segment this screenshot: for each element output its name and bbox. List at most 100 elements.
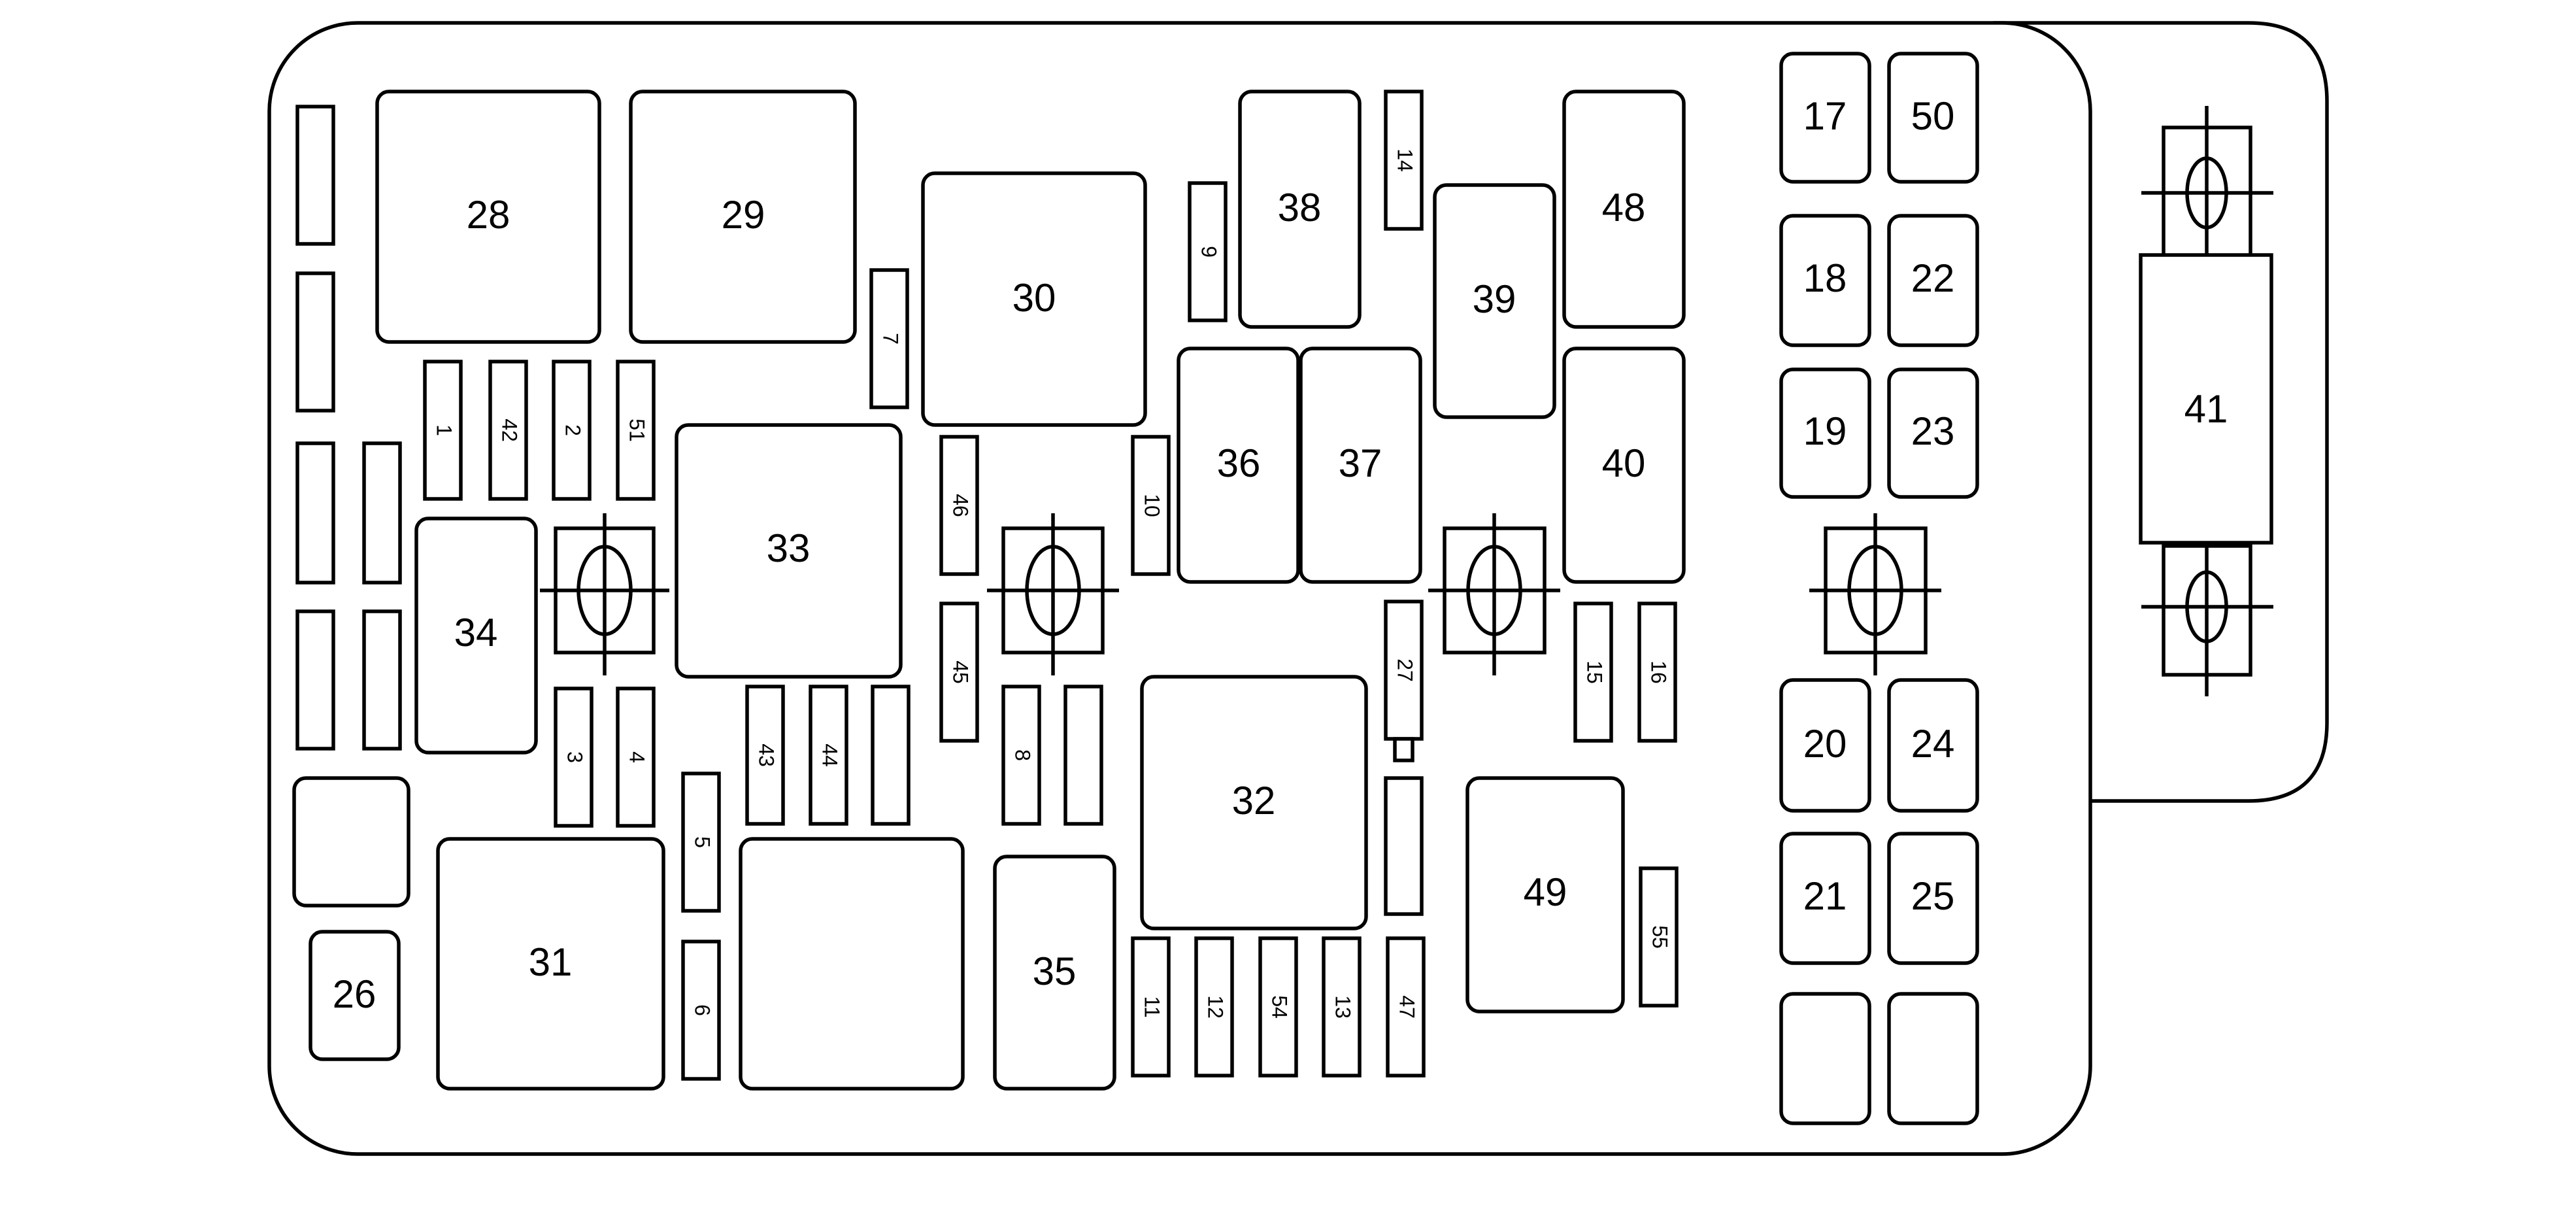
relay-25: 25 <box>1887 832 1979 965</box>
fuse-9: 9 <box>1188 181 1228 322</box>
fuse-11: 11 <box>1131 936 1171 1078</box>
fuse-12: 12 <box>1194 936 1234 1078</box>
fuse-slot-unlabeled <box>295 105 335 246</box>
fuse-4-label: 4 <box>626 751 649 763</box>
fuse-55: 55 <box>1639 866 1679 1008</box>
relay-25-label: 25 <box>1911 874 1955 918</box>
relay-32-label: 32 <box>1232 779 1276 823</box>
fuse-5: 5 <box>681 772 721 913</box>
fuse-54-label: 54 <box>1268 995 1292 1019</box>
relay-29: 29 <box>629 90 857 344</box>
relay-slot-unlabeled-left <box>292 776 410 908</box>
fuse-43-label: 43 <box>755 743 778 767</box>
relay-37: 37 <box>1299 347 1422 584</box>
fuse-41: 41 <box>2139 253 2273 545</box>
relay-48: 48 <box>1562 90 1686 329</box>
fuse-9-label: 9 <box>1197 246 1221 258</box>
fuse-1-label: 1 <box>433 424 456 436</box>
fuse-51: 51 <box>616 360 656 501</box>
fuse-15: 15 <box>1573 602 1613 743</box>
fuse-14: 14 <box>1384 90 1424 231</box>
fuse-slot-unlabeled <box>871 685 911 826</box>
relay-slot-unlabeled-center <box>739 837 965 1091</box>
fuse-27: 27 <box>1384 600 1424 762</box>
relay-21-label: 21 <box>1803 874 1847 918</box>
fuse-43: 43 <box>745 685 785 826</box>
fuse-46: 46 <box>939 435 979 576</box>
relay-49: 49 <box>1465 776 1625 1013</box>
fuse-slot-unlabeled <box>295 271 335 413</box>
fuse-6-label: 6 <box>691 1004 714 1016</box>
bolt-terminal-bottom <box>2141 517 2273 696</box>
fuse-42: 42 <box>488 360 528 501</box>
fuse-2: 2 <box>552 360 592 501</box>
relay-18: 18 <box>1779 214 1871 347</box>
fuse-1: 1 <box>423 360 463 501</box>
fuse-5-label: 5 <box>691 836 714 848</box>
relay-34-label: 34 <box>454 611 498 654</box>
fuse-3: 3 <box>554 687 594 828</box>
fuse-8: 8 <box>1001 685 1041 826</box>
fuse-47-label: 47 <box>1396 995 1419 1019</box>
fuse-42-label: 42 <box>498 418 522 442</box>
mounting-bolt-3 <box>1428 513 1560 675</box>
fuse-44: 44 <box>809 685 848 826</box>
fuse-2-label: 2 <box>561 424 585 436</box>
relay-19-label: 19 <box>1803 409 1847 453</box>
fuse-slot-unlabeled <box>1063 685 1103 826</box>
fuse-6: 6 <box>681 940 721 1081</box>
relay-24: 24 <box>1887 678 1979 813</box>
relay-22: 22 <box>1887 214 1979 347</box>
relay-17-label: 17 <box>1803 94 1847 138</box>
relay-26-label: 26 <box>333 972 376 1016</box>
fuse-46-label: 46 <box>949 494 973 517</box>
relay-20-label: 20 <box>1803 722 1847 766</box>
relay-48-label: 48 <box>1602 186 1646 230</box>
relay-50-label: 50 <box>1911 94 1955 138</box>
fuse-27-label: 27 <box>1394 658 1417 682</box>
relay-slot-unlabeled-right-a <box>1779 992 1871 1125</box>
relay-36: 36 <box>1177 347 1300 584</box>
relay-30-label: 30 <box>1012 276 1056 320</box>
fuse-47: 47 <box>1386 936 1426 1078</box>
fuse-15-label: 15 <box>1583 660 1607 684</box>
fuse-44-label: 44 <box>818 743 842 767</box>
relay-23: 23 <box>1887 367 1979 499</box>
relay-32: 32 <box>1140 675 1368 930</box>
relay-34: 34 <box>414 517 538 755</box>
fuse-45: 45 <box>939 602 979 743</box>
fuse-slot-unlabeled <box>295 609 335 751</box>
relay-40: 40 <box>1562 347 1686 584</box>
fuse-16: 16 <box>1637 602 1677 743</box>
relay-36-label: 36 <box>1217 441 1261 485</box>
relay-38: 38 <box>1238 90 1362 329</box>
relay-18-label: 18 <box>1803 256 1847 300</box>
relay-49-label: 49 <box>1524 870 1567 914</box>
fuse-13-label: 13 <box>1331 995 1355 1019</box>
relay-33-label: 33 <box>767 526 811 570</box>
fuse-3-label: 3 <box>563 751 587 763</box>
fuse-10: 10 <box>1131 435 1171 576</box>
relay-50: 50 <box>1887 52 1979 184</box>
relay-31-label: 31 <box>529 940 573 984</box>
relay-28-label: 28 <box>467 193 510 237</box>
fuse-16-label: 16 <box>1647 660 1671 684</box>
mounting-bolt-2 <box>987 513 1119 675</box>
relay-24-label: 24 <box>1911 722 1955 766</box>
fuse-4: 4 <box>616 687 656 828</box>
fuse-slot-unlabeled <box>295 441 335 585</box>
fuse-41-label: 41 <box>2184 387 2228 431</box>
fuse-10-label: 10 <box>1141 494 1164 517</box>
mounting-bolt-1 <box>540 513 669 675</box>
fuse-slot-unlabeled <box>362 609 402 751</box>
fuse-12-label: 12 <box>1204 995 1228 1019</box>
fuse-55-label: 55 <box>1648 925 1672 949</box>
fuse-7: 7 <box>869 268 909 409</box>
fuse-11-label: 11 <box>1141 996 1164 1017</box>
relay-35: 35 <box>993 855 1116 1091</box>
relay-23-label: 23 <box>1911 409 1955 453</box>
relay-31: 31 <box>436 837 665 1091</box>
relay-40-label: 40 <box>1602 441 1646 485</box>
fuse-13: 13 <box>1322 936 1362 1078</box>
fuse-14-label: 14 <box>1394 148 1417 172</box>
